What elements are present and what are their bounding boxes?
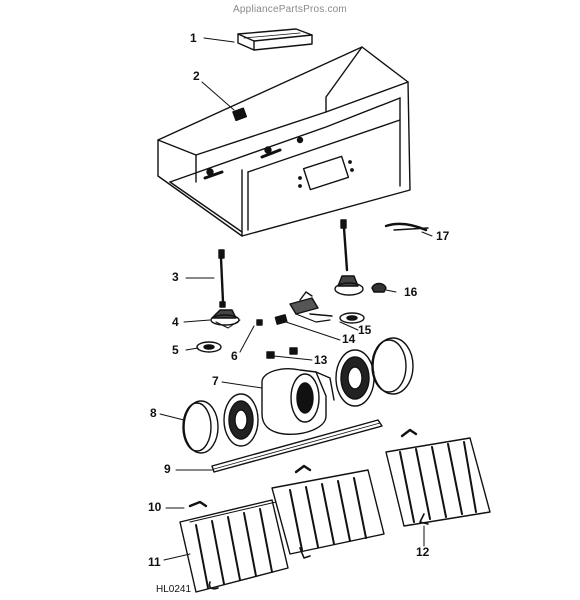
- leader-lines: [159, 37, 433, 561]
- part-15-switch-assembly: [289, 291, 333, 323]
- part-5-ring-right: [339, 312, 365, 324]
- part-5-ring-left: [196, 341, 222, 353]
- callout-5: 5: [172, 343, 179, 357]
- part-2-hood-body: [157, 46, 411, 237]
- callout-1: 1: [190, 31, 197, 45]
- part-6-screw: [256, 319, 263, 326]
- callout-3: 3: [172, 270, 179, 284]
- callout-2: 2: [193, 69, 200, 83]
- part-8-air-guide-left: [182, 400, 219, 454]
- diagram-code: HL0241: [156, 584, 192, 595]
- callout-17: 17: [436, 229, 450, 243]
- callout-10: 10: [148, 500, 162, 514]
- callout-13: 13: [314, 353, 328, 367]
- blower-wheel-left: [223, 393, 259, 447]
- callout-14: 14: [342, 332, 356, 346]
- blower-wheel-right: [335, 349, 375, 407]
- callout-15: 15: [358, 323, 372, 337]
- callout-6: 6: [231, 349, 238, 363]
- watermark-text: AppliancePartsPros.com: [233, 4, 347, 15]
- callout-16: 16: [404, 285, 418, 299]
- part-13-fasteners: [266, 347, 298, 359]
- part-7-blower-assembly: [261, 368, 335, 435]
- part-4-lamp-socket-right: [334, 275, 364, 296]
- callout-7: 7: [212, 374, 219, 388]
- part-4-lamp-socket-left: [210, 309, 241, 329]
- callout-12: 12: [416, 545, 430, 559]
- part-9-mounting-rail: [211, 419, 383, 473]
- part-8-air-guide-right: [371, 337, 414, 395]
- part-11-filter-left: [179, 499, 289, 593]
- part-3-lamp-wire-left: [218, 249, 226, 308]
- part-14-connector: [274, 314, 288, 325]
- part-17-wire-harness: [384, 222, 429, 232]
- callout-11: 11: [148, 555, 161, 569]
- part-1-duct-transition: [237, 28, 313, 51]
- part-3-lamp-wire-right: [340, 219, 349, 272]
- part-11-filter-center: [271, 464, 385, 559]
- callout-8: 8: [150, 406, 157, 420]
- part-12-filter-right: [385, 428, 491, 527]
- callout-4: 4: [172, 315, 179, 329]
- part-16-clip: [371, 282, 387, 293]
- callout-9: 9: [164, 462, 171, 476]
